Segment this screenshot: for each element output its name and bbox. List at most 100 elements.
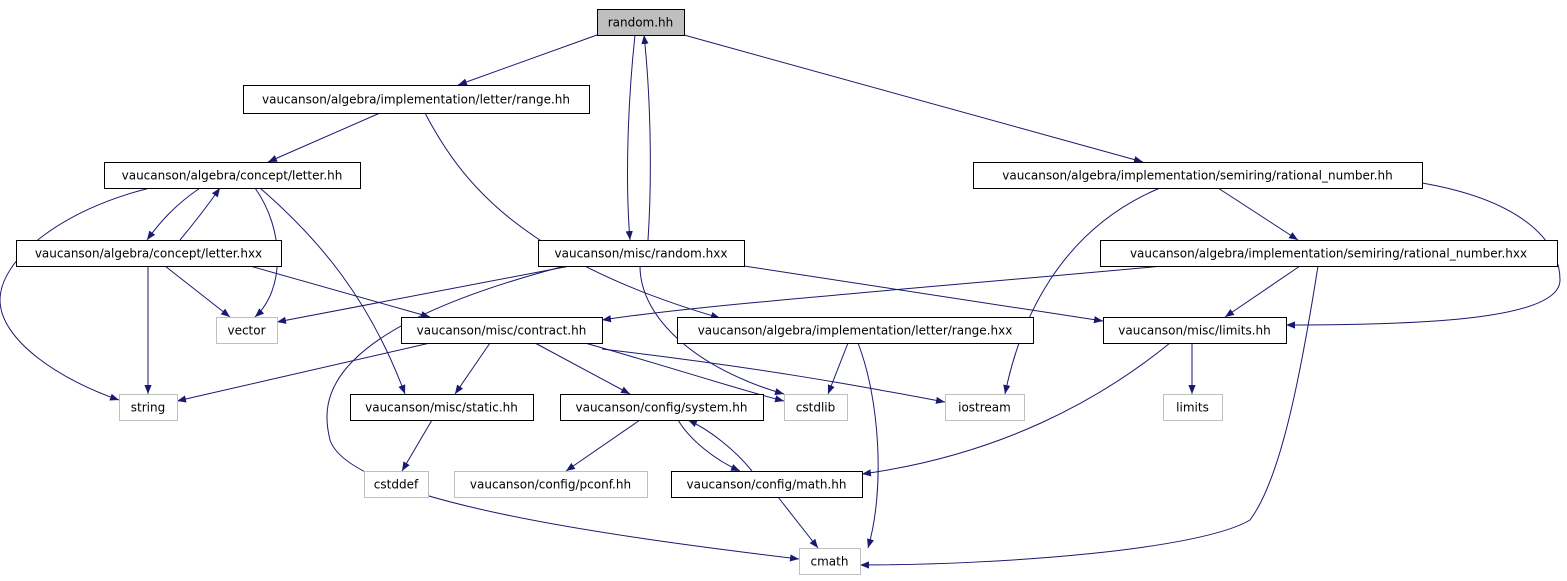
node-math-hh[interactable]: vaucanson/config/math.hh (671, 471, 863, 498)
edge-letter_range_hxx-to-cstdlib (827, 342, 849, 395)
node-box (560, 394, 764, 421)
node-box (350, 394, 534, 421)
edges-layer (0, 34, 1561, 569)
edge-rational_number_hh-to-limits_hh (1285, 182, 1561, 329)
edge-letter_range_hh-to-letter_hh (267, 112, 381, 163)
edge-system_hh-to-pconf_hh (565, 419, 641, 472)
node-box (104, 162, 361, 189)
edge-system_hh-to-math_hh (677, 419, 741, 472)
node-label: cstddef (374, 478, 419, 492)
edge-rational_number_hh-to-rational_number_hxx (1217, 187, 1299, 241)
node-random-hxx[interactable]: vaucanson/misc/random.hxx (538, 240, 745, 267)
node-cstddef: cstddef (364, 471, 429, 498)
node-box (973, 162, 1423, 189)
node-label: vaucanson/config/system.hh (575, 401, 747, 415)
node-vector: vector (216, 317, 278, 344)
node-box (784, 394, 848, 421)
edge-letter_hxx-to-letter_hh (179, 187, 221, 241)
node-label: iostream (958, 401, 1011, 415)
node-letter-hh[interactable]: vaucanson/algebra/concept/letter.hh (104, 162, 361, 189)
node-label: string (131, 401, 165, 415)
edge-letter_hh-to-static_hh (259, 187, 406, 395)
node-label: vaucanson/algebra/concept/letter.hh (122, 169, 343, 183)
node-cstdlib: cstdlib (784, 394, 848, 421)
node-letter-range-hh[interactable]: vaucanson/algebra/implementation/letter/… (243, 85, 590, 114)
edge-random_hh-to-random_hxx (625, 34, 636, 241)
node-box (364, 471, 429, 498)
edge-letter_range_hh-to-letter_range_hxx (424, 112, 721, 319)
node-label: vaucanson/algebra/implementation/semirin… (1002, 169, 1393, 183)
node-box (799, 548, 861, 575)
node-box (1163, 394, 1223, 421)
node-rational-number-hh[interactable]: vaucanson/algebra/implementation/semirin… (973, 162, 1423, 189)
edge-random_hxx-to-limits_hh (743, 265, 1104, 324)
node-label: cmath (811, 555, 849, 569)
node-label: vaucanson/config/pconf.hh (470, 478, 631, 492)
edge-contract_hh-to-static_hh (454, 342, 491, 395)
node-label: cstdlib (796, 401, 835, 415)
node-label: vaucanson/misc/random.hxx (555, 247, 728, 261)
node-box (119, 394, 178, 421)
edge-random_hh-to-rational_number_hh (683, 34, 1144, 164)
edge-rational_number_hxx-to-contract_hh (601, 265, 1164, 323)
node-letter-range-hxx[interactable]: vaucanson/algebra/implementation/letter/… (677, 317, 1034, 344)
node-limits: limits (1163, 394, 1223, 421)
node-iostream: iostream (945, 394, 1025, 421)
node-random-hh[interactable]: random.hh (597, 9, 685, 36)
edge-rational_number_hxx-to-limits_hh (1224, 265, 1301, 318)
node-contract-hh[interactable]: vaucanson/misc/contract.hh (401, 317, 603, 344)
node-box (16, 240, 282, 267)
node-label: vaucanson/algebra/implementation/semirin… (1130, 247, 1527, 261)
node-box (1103, 317, 1287, 344)
node-string: string (119, 394, 178, 421)
node-system-hh[interactable]: vaucanson/config/system.hh (560, 394, 764, 421)
node-label: vaucanson/algebra/implementation/letter/… (262, 93, 570, 107)
node-box (401, 317, 603, 344)
edge-random_hh-to-letter_range_hh (457, 34, 598, 86)
edge-letter_hxx-to-vector (164, 265, 231, 318)
node-box (671, 471, 863, 498)
node-box (538, 240, 745, 267)
edge-math_hh-to-system_hh (687, 419, 753, 472)
edge-letter_hxx-to-contract_hh (249, 265, 431, 319)
node-pconf-hh: vaucanson/config/pconf.hh (454, 471, 648, 498)
edge-contract_hh-to-string (176, 342, 431, 403)
nodes-layer: random.hh vaucanson/algebra/implementatio… (16, 9, 1558, 575)
edge-static_hh-to-cstddef (401, 419, 433, 472)
node-label: limits (1176, 401, 1209, 415)
node-label: vaucanson/algebra/concept/letter.hxx (35, 247, 262, 261)
node-box (597, 9, 685, 36)
node-rational-number-hxx[interactable]: vaucanson/algebra/implementation/semirin… (1100, 240, 1558, 267)
edge-contract_hh-to-iostream (601, 348, 946, 404)
edge-letter_hh-to-string (0, 187, 151, 401)
node-box (1100, 240, 1558, 267)
node-label: vaucanson/algebra/implementation/letter/… (698, 324, 1013, 338)
node-box (454, 471, 648, 498)
edge-rational_number_hh-to-iostream (1003, 187, 1161, 395)
node-label: random.hh (608, 16, 674, 30)
node-box (216, 317, 278, 344)
node-letter-hxx[interactable]: vaucanson/algebra/concept/letter.hxx (16, 240, 282, 267)
node-box (243, 85, 590, 114)
edge-random_hxx-to-vector (276, 265, 571, 324)
edge-random_hxx-to-random_hh (641, 34, 651, 241)
node-label: vaucanson/config/math.hh (686, 478, 846, 492)
node-static-hh[interactable]: vaucanson/misc/static.hh (350, 394, 534, 421)
edge-contract_hh-to-cstdlib (584, 342, 785, 403)
edge-contract_hh-to-system_hh (534, 342, 631, 395)
edge-limits_hh-to-math_hh (861, 342, 1171, 477)
node-label: vaucanson/misc/limits.hh (1118, 324, 1270, 338)
node-label: vaucanson/misc/contract.hh (417, 324, 587, 338)
edge-rational_number_hxx-to-cmath (859, 265, 1319, 569)
node-cmath: cmath (799, 548, 861, 575)
edge-random_hxx-to-cmath (326, 265, 800, 562)
edge-math_hh-to-cmath (777, 496, 819, 549)
node-box (677, 317, 1034, 344)
edge-letter_range_hxx-to-cmath (857, 342, 879, 549)
node-limits-hh[interactable]: vaucanson/misc/limits.hh (1103, 317, 1287, 344)
node-label: vector (227, 324, 265, 338)
node-box (945, 394, 1025, 421)
edge-letter_hh-to-letter_hxx (146, 187, 201, 241)
node-label: vaucanson/misc/static.hh (365, 401, 518, 415)
